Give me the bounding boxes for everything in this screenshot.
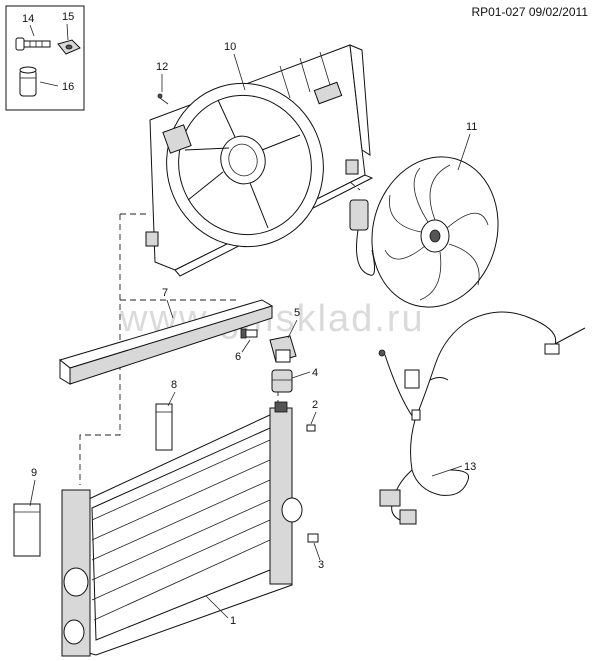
insulator-icon: [19, 66, 37, 97]
bolt-2-icon: [306, 424, 316, 432]
callout-3: 3: [318, 559, 324, 571]
fastener-inset: 14 15 16: [5, 5, 85, 111]
callout-5: 5: [294, 307, 300, 319]
upper-bracket: [269, 335, 297, 363]
radiator: [61, 401, 303, 657]
insulator-4: [271, 369, 293, 393]
callout-12: 12: [156, 61, 168, 73]
bolt-icon: [15, 37, 51, 51]
callout-6: 6: [235, 351, 241, 363]
callout-11: 11: [466, 121, 477, 133]
bolt-6-icon: [240, 328, 258, 339]
callout-16: 16: [62, 81, 74, 93]
air-baffle: [58, 299, 274, 385]
callout-14: 14: [22, 13, 34, 25]
callout-1: 1: [230, 615, 236, 627]
callout-7: 7: [162, 287, 168, 299]
seal-8: [155, 403, 173, 451]
callout-15: 15: [62, 11, 74, 23]
square-nut-icon: [57, 39, 81, 55]
reference-code: RP01-027 09/02/2011: [471, 5, 588, 19]
fan-shroud: [145, 44, 374, 277]
callout-9: 9: [31, 467, 37, 479]
callout-4: 4: [312, 367, 318, 379]
cooling-fan: [349, 156, 499, 308]
callout-13: 13: [464, 461, 476, 473]
callout-10: 10: [224, 41, 236, 53]
drain-valve-icon: [307, 533, 319, 543]
seal-9: [13, 503, 41, 557]
callout-2: 2: [312, 399, 318, 411]
callout-8: 8: [171, 379, 177, 391]
wiring-harness: [378, 311, 586, 525]
